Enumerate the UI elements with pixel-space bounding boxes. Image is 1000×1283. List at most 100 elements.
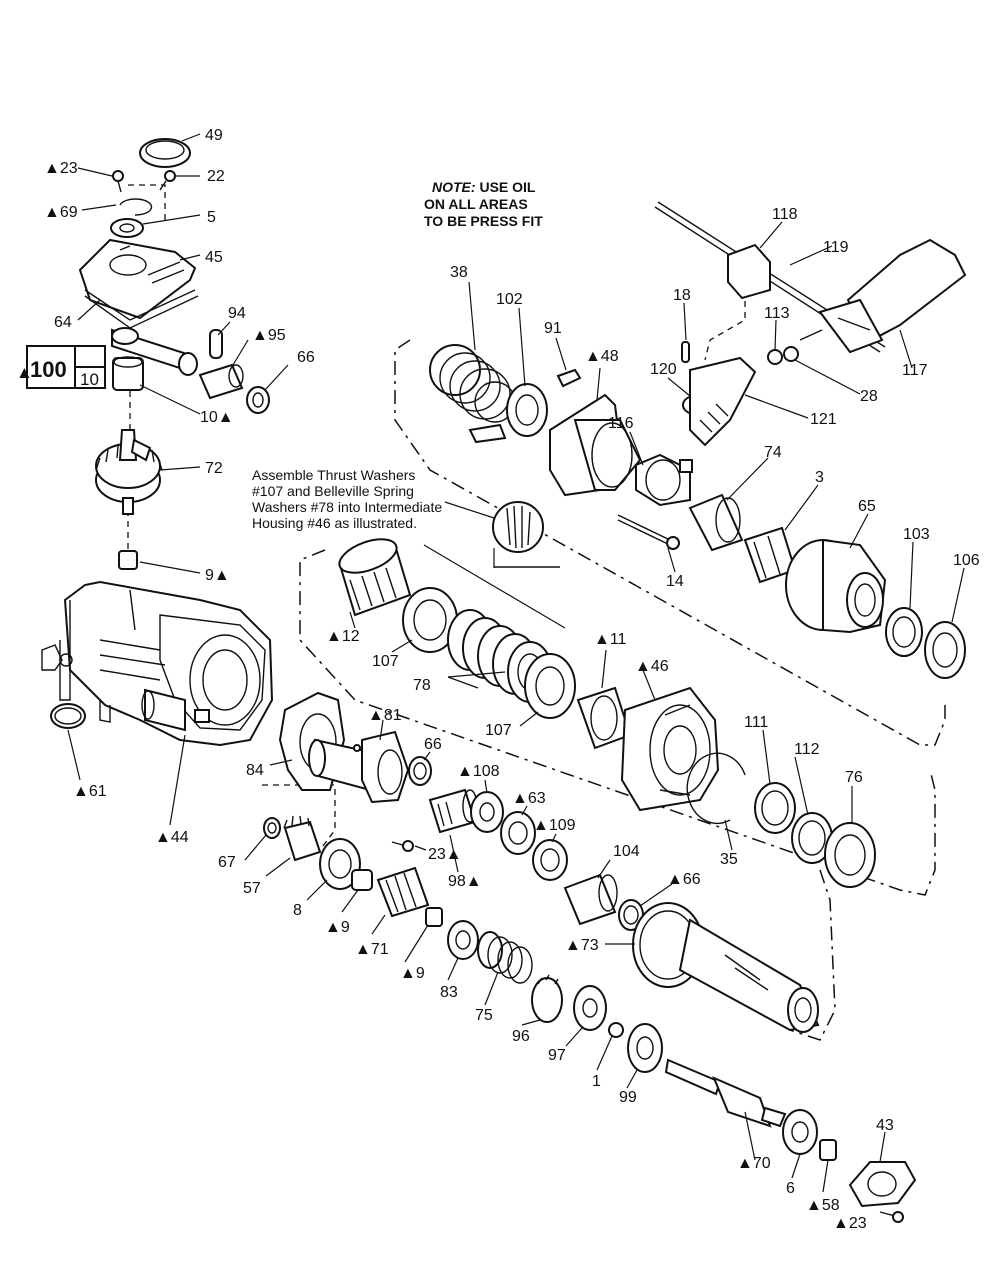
cap-49 (139, 138, 191, 168)
pin-18 (681, 341, 690, 363)
spindle-81 (308, 730, 410, 804)
gear-spindle-73 (632, 902, 820, 1033)
label-112: 112 (794, 741, 820, 758)
label-108: ▲108 (457, 763, 500, 780)
spring-38 (429, 344, 516, 423)
assembly-note-line-3: Washers #78 into Intermediate (252, 499, 442, 515)
label-94: 94 (228, 305, 246, 322)
label-6: 6 (786, 1180, 795, 1197)
seal-76 (824, 822, 876, 888)
label-106: 106 (953, 552, 980, 569)
label-84: 84 (246, 762, 264, 779)
label-9-low: ▲9 (400, 965, 425, 982)
snap-ring-67 (263, 817, 281, 839)
connecting-rod (111, 327, 198, 376)
bearing-6 (782, 1109, 818, 1155)
label-120: 120 (650, 361, 677, 378)
spring-75 (477, 931, 533, 984)
label-49: 49 (205, 127, 223, 144)
part-labels: 49 ▲23 22 ▲69 5 45 64 94 ▲95 66 10▲ 72 9… (44, 127, 980, 1232)
label-10: 10▲ (200, 409, 234, 426)
washer-63 (500, 811, 536, 855)
pinion-57 (283, 815, 322, 862)
bolt-14 (617, 514, 680, 550)
kit-sub-number: 10 (80, 370, 99, 389)
part-102 (468, 383, 548, 444)
gear-72 (95, 429, 163, 515)
label-116: 116 (608, 415, 634, 432)
label-121: 121 (810, 411, 837, 428)
label-113: 113 (764, 305, 790, 322)
label-107-a: 107 (372, 653, 399, 670)
kit-box: ▲ 100 10 (16, 345, 106, 389)
note-line-3: TO BE PRESS FIT (424, 213, 543, 229)
part-104 (563, 873, 618, 926)
sleeve-65 (785, 538, 887, 634)
note-line-1: NOTE: USE OIL (432, 179, 536, 195)
label-64: 64 (54, 314, 72, 331)
bearing-8 (319, 838, 361, 890)
assembly-note-line-1: Assemble Thrust Washers (252, 467, 415, 483)
cap-106 (924, 621, 966, 679)
label-5: 5 (207, 209, 216, 226)
needle-bearing-10 (112, 356, 144, 391)
screw-23-bottom (879, 1211, 904, 1223)
assembly-note-line-2: #107 and Belleville Spring (252, 483, 414, 499)
label-96: 96 (512, 1028, 530, 1045)
label-83: 83 (440, 984, 458, 1001)
label-9-mid: ▲9 (325, 919, 350, 936)
label-67: 67 (218, 854, 236, 871)
label-74: 74 (764, 444, 782, 461)
label-73: ▲73 (565, 937, 599, 954)
label-71: ▲71 (355, 941, 389, 958)
label-35: 35 (720, 851, 738, 868)
label-1: 1 (592, 1073, 601, 1090)
label-76: 76 (845, 769, 863, 786)
label-95: ▲95 (252, 327, 286, 344)
washer-113 (767, 349, 783, 365)
label-23-bottom: ▲23 (833, 1215, 867, 1232)
leader-lines (67, 133, 965, 1193)
label-44: ▲44 (155, 829, 189, 846)
kit-number: 100 (30, 357, 67, 382)
washer-109 (532, 839, 568, 881)
label-38: 38 (450, 264, 468, 281)
kit-marker: ▲ (16, 363, 33, 382)
clutch-97 (573, 985, 607, 1031)
label-11: ▲11 (594, 631, 627, 648)
label-22: 22 (207, 168, 225, 185)
label-23-mid: 23▲ (428, 846, 462, 863)
label-66-top: 66 (297, 349, 315, 366)
bearing-9-top (118, 550, 138, 570)
detail-callout (492, 501, 560, 568)
washer-66-mid (408, 756, 432, 786)
label-81: ▲81 (368, 707, 402, 724)
assembly-note-line-4: Housing #46 as illustrated. (252, 515, 417, 531)
label-117: 117 (902, 362, 928, 379)
label-58: ▲58 (806, 1197, 840, 1214)
bearing-9-low (425, 907, 443, 927)
washer-28 (783, 346, 799, 362)
screw-23-mid (391, 840, 414, 852)
label-28: 28 (860, 388, 878, 405)
label-63: ▲63 (512, 790, 546, 807)
label-3: 3 (815, 469, 824, 486)
handle-117 (799, 238, 967, 354)
ring-103 (885, 607, 923, 657)
label-118: 118 (772, 206, 798, 223)
needle-bearing-12 (338, 538, 412, 617)
label-61: ▲61 (73, 783, 107, 800)
lower-group-outline (789, 869, 836, 1041)
label-97: 97 (548, 1047, 566, 1064)
end-cap-43 (848, 1161, 917, 1208)
label-119: 119 (823, 239, 849, 256)
label-75: 75 (475, 1007, 493, 1024)
piston-95 (198, 363, 244, 400)
housing-44 (41, 580, 274, 747)
label-70: ▲70 (737, 1155, 771, 1172)
label-8: 8 (293, 902, 302, 919)
label-9-top: 9▲ (205, 567, 230, 584)
pin-94 (209, 329, 223, 359)
label-91: 91 (544, 320, 562, 337)
